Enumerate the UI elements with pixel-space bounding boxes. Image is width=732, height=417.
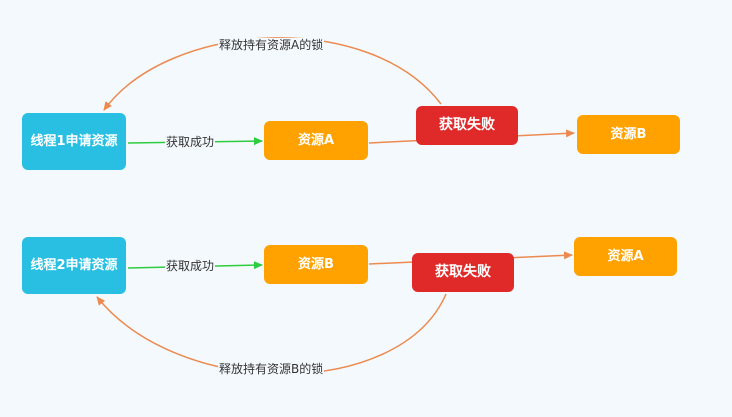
row2-held-resource-node: 资源B [264,245,368,284]
thread2-node: 线程2申请资源 [22,237,126,294]
row2-held-resource-label: 资源B [298,257,334,272]
thread1-node: 线程1申请资源 [22,113,126,170]
row2-acquire-ok-label: 获取成功 [165,259,216,274]
row2-wanted-resource-label: 资源A [607,249,644,264]
row2-fail-node: 获取失败 [412,253,514,292]
row1-fail-node: 获取失败 [416,106,518,145]
row1-wanted-resource-node: 资源B [577,115,680,154]
row2-fail-label: 获取失败 [435,264,491,280]
row1-acquire-ok-label: 获取成功 [165,135,216,150]
row1-held-resource-node: 资源A [264,121,368,160]
row1-release-note: 释放持有资源A的锁 [218,38,325,53]
row1-wanted-resource-label: 资源B [610,127,647,142]
row2-wanted-resource-node: 资源A [574,237,677,276]
row2-release-note: 释放持有资源B的锁 [218,362,325,377]
row1-held-resource-label: 资源A [297,133,335,148]
thread1-label: 线程1申请资源 [30,134,118,149]
thread2-label: 线程2申请资源 [30,258,118,273]
row1-fail-label: 获取失败 [439,117,495,133]
